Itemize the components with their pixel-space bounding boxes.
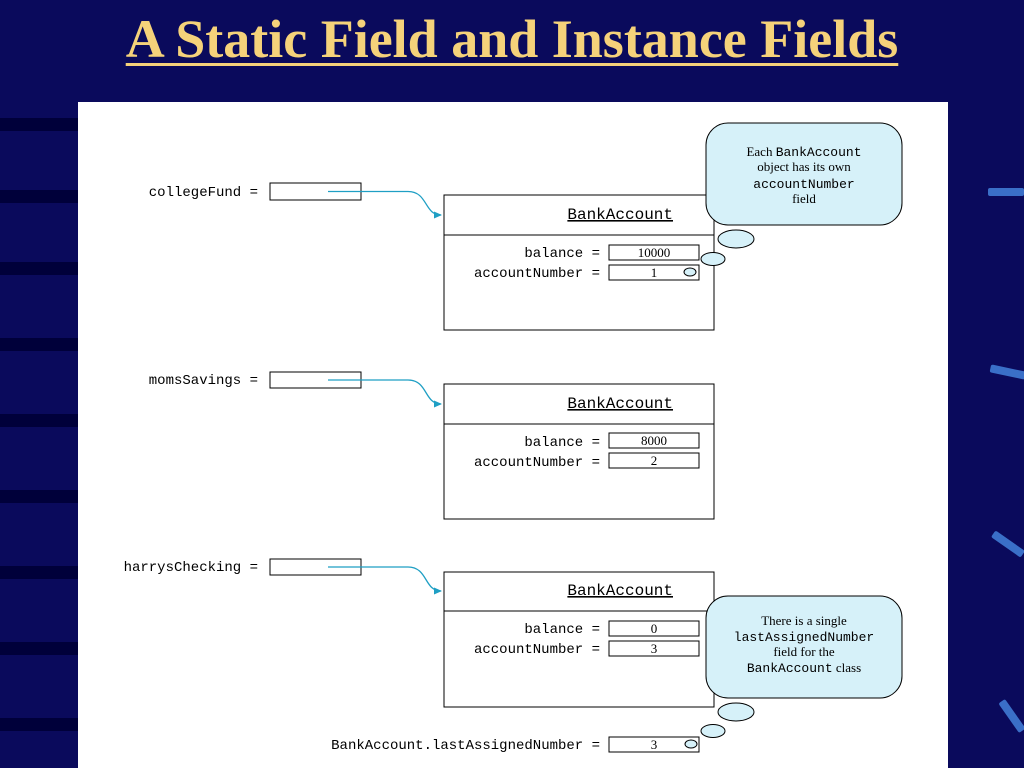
- object-group-harrysChecking: harrysChecking = BankAccount balance = 0…: [124, 558, 715, 708]
- decor-stripe: [0, 190, 78, 203]
- object-class-name: BankAccount: [567, 206, 673, 224]
- object-class-name: BankAccount: [567, 582, 673, 600]
- object-box: [443, 571, 715, 708]
- variable-label: harrysChecking =: [124, 560, 258, 576]
- static-field-box: [608, 736, 700, 753]
- reference-arrow: [328, 190, 442, 219]
- static-field-group: BankAccount.lastAssignedNumber = 3: [331, 736, 700, 754]
- decor-stripe: [0, 414, 78, 427]
- account-number-value: 2: [651, 453, 658, 468]
- balance-label: balance =: [524, 622, 600, 638]
- decor-stripe: [0, 262, 78, 275]
- object-group-momsSavings: momsSavings = BankAccount balance = 8000…: [149, 371, 715, 520]
- callout-tail-bubble: [700, 724, 726, 738]
- callout-line: field for the: [773, 644, 835, 659]
- callout-static-field: There is a single lastAssignedNumber fie…: [684, 595, 903, 749]
- decor-stripe: [0, 118, 78, 131]
- decor-dash: [989, 364, 1024, 380]
- callout-tail-bubble: [683, 267, 697, 277]
- slide-title: A Static Field and Instance Fields: [125, 9, 899, 69]
- decor-stripe: [0, 642, 78, 655]
- balance-value: 10000: [638, 245, 671, 260]
- decor-stripe: [0, 490, 78, 503]
- callout-line: There is a single: [761, 613, 847, 628]
- callout-line: accountNumber: [753, 177, 854, 192]
- balance-label: balance =: [524, 435, 600, 451]
- diagram-panel: collegeFund = BankAccount balance = 1000…: [78, 102, 948, 768]
- decor-dash: [998, 698, 1024, 734]
- account-number-label: accountNumber =: [474, 642, 600, 658]
- callout-line: lastAssignedNumber: [734, 630, 874, 645]
- callout-line: Each BankAccount: [746, 144, 861, 160]
- callout-line: object has its own: [757, 159, 851, 174]
- account-number-box: [608, 264, 700, 281]
- static-field-label: BankAccount.lastAssignedNumber =: [331, 738, 600, 754]
- balance-value: 0: [651, 621, 658, 636]
- object-class-name: BankAccount: [567, 395, 673, 413]
- callout-tail-bubble: [717, 702, 755, 722]
- diagram-canvas: collegeFund = BankAccount balance = 1000…: [124, 122, 903, 754]
- static-field-value: 3: [651, 737, 658, 752]
- balance-label: balance =: [524, 246, 600, 262]
- callout-bubble: [705, 595, 903, 699]
- object-box: [443, 383, 715, 520]
- balance-box: [608, 432, 700, 449]
- callout-bubble: [705, 122, 903, 226]
- callout-tail-bubble: [684, 739, 698, 749]
- decor-stripe: [0, 338, 78, 351]
- object-box: [443, 194, 715, 331]
- account-number-box: [608, 640, 700, 657]
- variable-label: momsSavings =: [149, 373, 258, 389]
- callout-tail-bubble: [717, 229, 755, 249]
- account-number-label: accountNumber =: [474, 455, 600, 471]
- variable-label: collegeFund =: [149, 185, 258, 201]
- decor-stripe: [0, 718, 78, 731]
- account-number-box: [608, 452, 700, 469]
- callout-line: BankAccount class: [747, 660, 861, 676]
- callout-tail-bubble: [700, 252, 726, 266]
- decor-dash: [990, 530, 1024, 558]
- callout-instance-field: Each BankAccount object has its own acco…: [683, 122, 903, 277]
- balance-box: [608, 244, 700, 261]
- decor-dash: [988, 188, 1024, 196]
- reference-arrow: [328, 379, 442, 408]
- balance-box: [608, 620, 700, 637]
- account-number-label: accountNumber =: [474, 266, 600, 282]
- balance-value: 8000: [641, 433, 667, 448]
- decor-stripe: [0, 566, 78, 579]
- object-group-collegeFund: collegeFund = BankAccount balance = 1000…: [149, 182, 715, 331]
- account-number-value: 1: [651, 265, 658, 280]
- account-number-value: 3: [651, 641, 658, 656]
- reference-arrow: [328, 566, 442, 595]
- callout-line: field: [792, 191, 816, 206]
